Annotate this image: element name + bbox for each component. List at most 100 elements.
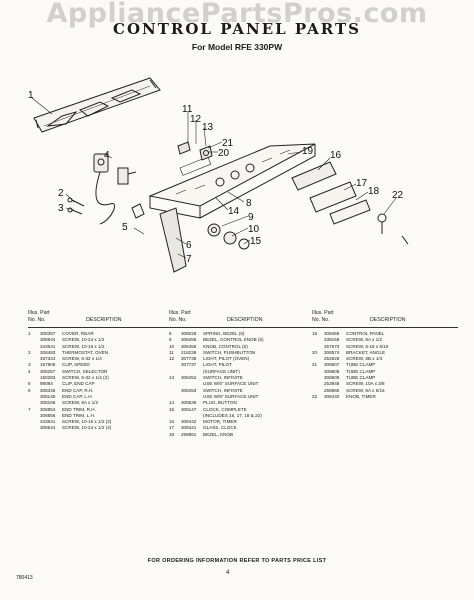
illus-number: 3 [28,362,31,368]
selector-switch-drawing [117,167,137,185]
part-number: 253948 [324,381,340,387]
table-row: 254828 SCREW, 8B x 1/4 [312,356,458,362]
table-row: 13 308452 SWITCH, INFINITE [169,375,312,381]
part-number: 308608 [324,368,340,374]
part-number: 307737 [181,362,197,368]
part-description: KNOB, CONTROL (6) [203,343,248,349]
part-description: SWITCH, INFINITE [203,387,243,393]
part-description: END TRIM, L.H. [62,412,96,418]
part-number: 308854 [40,406,56,412]
part-description: USE W/8" SURFACE UNIT [203,393,259,399]
clock-assembly-drawing [291,161,387,234]
callout-4: 4 [104,150,110,161]
part-number: 254828 [324,356,340,362]
illus-number: 1 [28,331,31,336]
part-description: BEZEL, KNOB [203,431,234,437]
part-description: KNOB, TIMER [346,393,376,399]
illus-number: 21 [312,362,318,368]
part-description: PLUG, BUTTON [203,400,237,406]
callout-3: 3 [58,203,64,214]
part-description: THERMOSTAT, OVEN [62,349,109,355]
callout-11: 11 [182,104,193,115]
callout-2: 2 [58,188,64,199]
control-panel-drawing [148,143,316,219]
page-title: CONTROL PANEL PARTS [113,20,361,38]
part-description: SWITCH, SELECTOR [62,368,108,374]
callout-labels: 1 2 3 4 5 6 7 8 9 10 11 12 13 14 15 16 1… [28,90,404,265]
part-description: SCREW, 8B x 1/4 [346,356,383,362]
part-number: 308453 [181,387,197,393]
illus-number: 18 [169,431,175,437]
table-row: 14 308536 PLUG, BUTTON [169,400,312,406]
illus-number: 16 [169,419,175,425]
part-description: COVER, REAR [62,331,94,336]
illus-number: 17 [169,425,175,431]
part-description: END TRIM, R.H. [62,406,96,412]
part-description: TUBE CLAMP [346,362,376,368]
callout-5: 5 [122,222,128,233]
part-number: 338156 [324,337,340,343]
part-description: SWITCH, INFINITE [203,375,243,381]
leader-lines [31,97,397,259]
part-number: 258865 [324,387,340,393]
part-description: CLOCK, COMPLETE [203,406,247,412]
part-description: SCREW, 10-16 x 1/2 (2) [62,419,112,425]
callout-10: 10 [248,224,260,235]
illus-number: 14 [169,400,175,406]
table-row: 338156 SCREW, 8A x 1/2 [312,337,458,343]
part-number: 308442 [181,419,197,425]
part-description: SCREW, 10-24 x 1/2 [62,337,105,343]
illus-number: 13 [169,375,175,381]
part-number: 308028 [181,331,197,336]
part-number: 308452 [181,375,197,381]
callout-18: 18 [368,186,380,197]
callout-17: 17 [356,178,368,189]
part-description: USE W/6" SURFACE UNIT [203,381,259,387]
part-number: 308257 [40,368,56,374]
callout-9: 9 [248,212,254,223]
part-description: BRACKET, ANGLE [346,349,386,355]
illus-number: 4 [28,368,31,374]
part-description: (INCLUDES 16, 17, 18 & 22) [203,412,262,418]
rear-cover-drawing [33,77,161,133]
part-description: SCREW, 10A x 3/8 [346,381,385,387]
part-description: SCREW, 8A x 1/2 [346,337,382,343]
illus-number: 19 [312,331,318,336]
part-number: 308536 [181,400,197,406]
part-number: 218236 [181,349,197,355]
page-number: 4 [226,570,230,576]
part-description: TUBE CLAMP [346,368,376,374]
part-number: 308856 [40,412,56,418]
part-number: 308455 [324,331,340,336]
table-row: USE W/8" SURFACE UNIT [169,394,312,400]
part-number: 308609 [324,375,340,381]
part-number: 308441 [181,425,197,431]
part-description: (SURFACE UNIT) [203,368,240,374]
part-description: SPRING, BEZEL (6) [203,331,245,336]
part-number: 308483 [40,349,56,355]
part-number: 308147 [181,406,197,412]
callout-6: 6 [186,240,192,251]
illus-number: 11 [169,349,174,355]
part-description: SCREW, 10-24 x 1/2 (4) [62,425,112,431]
